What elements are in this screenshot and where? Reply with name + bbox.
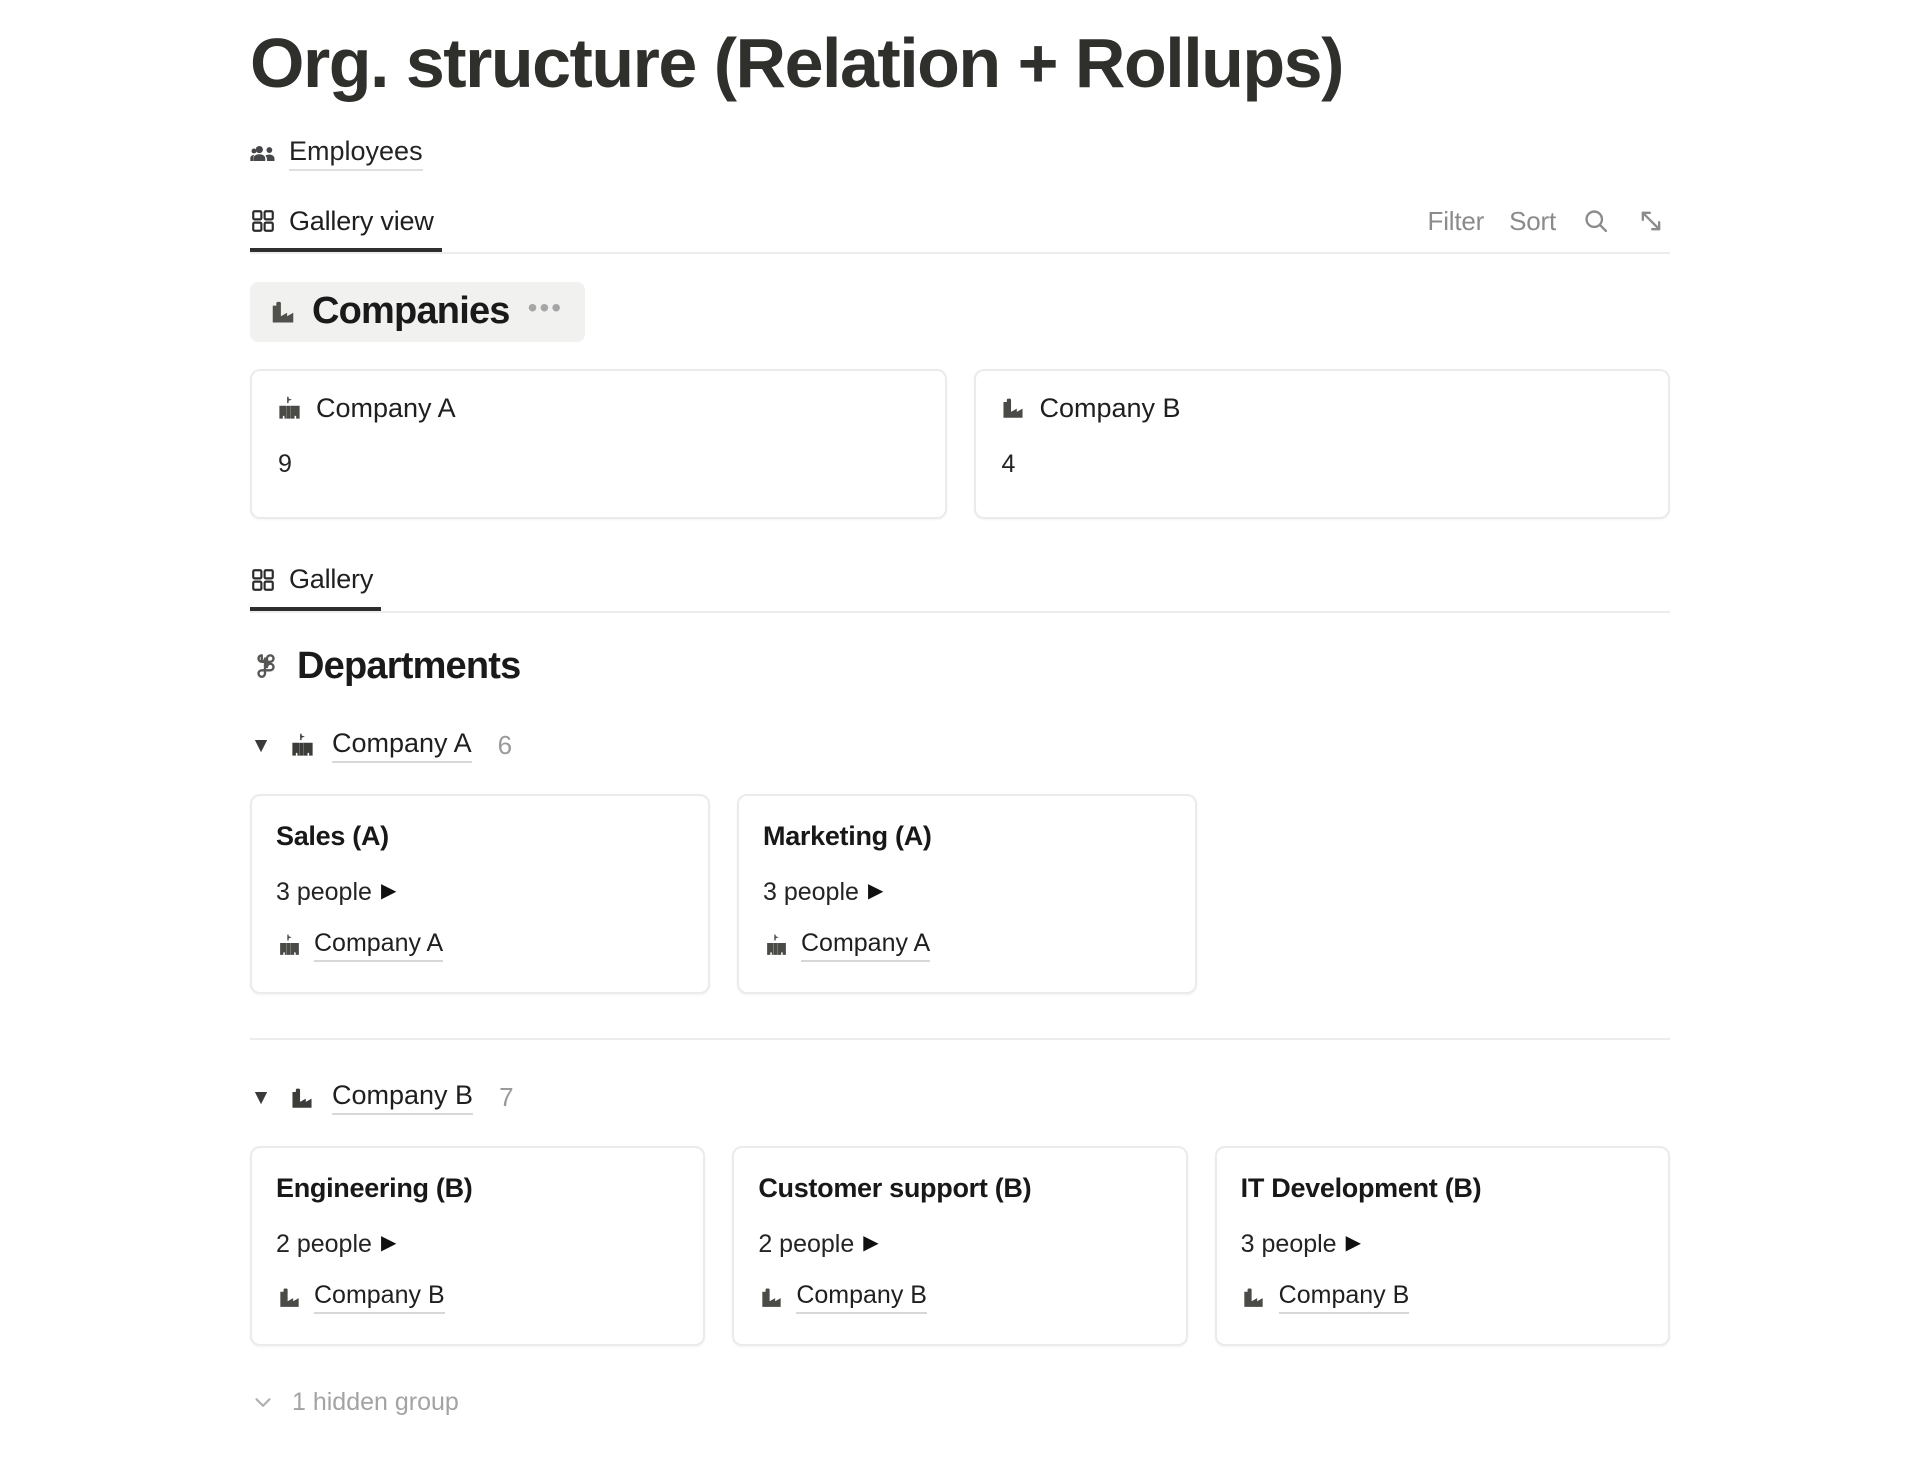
department-relation[interactable]: Company B [276, 1281, 679, 1314]
group-label: Company A [332, 728, 472, 764]
department-card[interactable]: Customer support (B) 2 people ▶ Company … [732, 1145, 1188, 1346]
factory-icon [758, 1284, 784, 1310]
factory-icon [288, 1084, 316, 1112]
factory-icon [1241, 1284, 1267, 1310]
department-relation[interactable]: Company A [763, 929, 1171, 962]
collapse-caret-icon[interactable]: ▼ [250, 1086, 272, 1110]
department-people-rollup[interactable]: 3 people ▶ [763, 878, 1171, 907]
tab-gallery[interactable]: Gallery [250, 553, 382, 611]
group-label: Company B [332, 1080, 474, 1116]
department-relation[interactable]: Company B [758, 1281, 1161, 1314]
people-count-label: 3 people [763, 877, 859, 906]
group-divider [250, 1037, 1670, 1040]
section-title: Departments [297, 644, 521, 687]
companies-card-row: Company A 9 Company B 4 [250, 368, 1670, 519]
gallery-grid-icon [250, 567, 276, 593]
gallery-grid-icon [250, 208, 276, 234]
play-triangle-icon[interactable]: ▶ [863, 1232, 879, 1255]
company-card[interactable]: Company B 4 [973, 368, 1670, 519]
group-header-company-a[interactable]: ▼ Company A 6 [250, 724, 512, 768]
company-card-name: Company B [1039, 392, 1181, 423]
school-building-icon [763, 932, 789, 958]
hidden-group-toggle[interactable]: 1 hidden group [250, 1388, 459, 1417]
people-count-label: 2 people [276, 1229, 372, 1258]
page-title: Org. structure (Relation + Rollups) [250, 24, 1344, 102]
play-triangle-icon[interactable]: ▶ [1345, 1232, 1361, 1255]
company-card-header: Company B [1000, 393, 1645, 424]
command-icon [250, 650, 282, 682]
group-header-company-b[interactable]: ▼ Company B 7 [250, 1076, 514, 1120]
factory-icon [276, 1284, 302, 1310]
department-people-rollup[interactable]: 2 people ▶ [276, 1230, 679, 1259]
department-card-row: Sales (A) 3 people ▶ Company A [250, 793, 1670, 994]
tab-label: Gallery [289, 564, 374, 595]
company-card-rollup-value: 9 [278, 449, 292, 478]
search-icon[interactable] [1581, 206, 1611, 236]
school-building-icon [276, 395, 303, 422]
view-toolbar-primary: Gallery view Filter Sort [250, 194, 1670, 254]
people-count-label: 3 people [1240, 1229, 1337, 1258]
toolbar-actions: Filter Sort [1428, 194, 1670, 248]
department-relation[interactable]: Company A [276, 929, 684, 962]
company-card-rollup-value: 4 [1001, 449, 1016, 478]
department-people-rollup[interactable]: 2 people ▶ [758, 1230, 1161, 1259]
department-title: IT Development (B) [1240, 1172, 1482, 1203]
section-menu-button[interactable]: ••• [527, 291, 564, 323]
collapse-caret-icon[interactable]: ▼ [250, 734, 272, 758]
play-triangle-icon[interactable]: ▶ [380, 1232, 397, 1255]
view-toolbar-secondary: Gallery [250, 553, 1670, 613]
department-people-rollup[interactable]: 3 people ▶ [1241, 1230, 1644, 1259]
department-title: Sales (A) [276, 820, 389, 851]
relation-link[interactable]: Company B [796, 1281, 927, 1314]
company-card-name: Company A [316, 392, 456, 423]
department-card[interactable]: Sales (A) 3 people ▶ Company A [250, 793, 710, 994]
department-relation[interactable]: Company B [1241, 1281, 1644, 1314]
school-building-icon [276, 932, 302, 958]
department-people-rollup[interactable]: 3 people ▶ [276, 878, 684, 907]
group-count: 6 [497, 730, 513, 761]
tab-label: Gallery view [289, 205, 434, 236]
expand-diagonal-icon[interactable] [1636, 206, 1666, 236]
people-count-label: 3 people [276, 877, 372, 906]
department-card[interactable]: IT Development (B) 3 people ▶ Company B [1214, 1145, 1670, 1346]
relation-link[interactable]: Company A [801, 929, 931, 962]
play-triangle-icon[interactable]: ▶ [380, 880, 397, 903]
play-triangle-icon[interactable]: ▶ [867, 880, 884, 903]
section-header-departments[interactable]: Departments [250, 645, 521, 688]
relation-link[interactable]: Company B [314, 1281, 445, 1314]
department-card-row: Engineering (B) 2 people ▶ Company B Cus… [250, 1145, 1670, 1346]
relation-link[interactable]: Company B [1278, 1281, 1410, 1314]
factory-icon [1000, 395, 1027, 422]
company-card-header: Company A [276, 393, 921, 424]
breadcrumb[interactable]: Employees [250, 136, 423, 172]
page-content: Org. structure (Relation + Rollups) Empl… [250, 0, 1670, 1417]
filter-button[interactable]: Filter [1427, 205, 1485, 236]
department-title: Customer support (B) [758, 1172, 1032, 1203]
section-header-companies[interactable]: Companies ••• [250, 282, 586, 342]
people-group-icon [250, 140, 278, 168]
school-building-icon [288, 732, 316, 760]
people-count-label: 2 people [758, 1229, 855, 1258]
hidden-group-label: 1 hidden group [292, 1387, 459, 1416]
group-count: 7 [499, 1082, 514, 1113]
section-title: Companies [312, 290, 510, 332]
tab-gallery-view[interactable]: Gallery view [250, 194, 442, 252]
relation-link[interactable]: Company A [314, 929, 444, 962]
factory-icon [268, 296, 298, 328]
chevron-down-icon [250, 1389, 276, 1415]
breadcrumb-label: Employees [289, 136, 423, 172]
sort-button[interactable]: Sort [1509, 205, 1556, 236]
department-card[interactable]: Engineering (B) 2 people ▶ Company B [250, 1145, 706, 1346]
department-title: Marketing (A) [763, 820, 932, 851]
department-card[interactable]: Marketing (A) 3 people ▶ Company A [737, 793, 1197, 994]
company-card[interactable]: Company A 9 [250, 368, 947, 519]
department-title: Engineering (B) [276, 1172, 473, 1203]
